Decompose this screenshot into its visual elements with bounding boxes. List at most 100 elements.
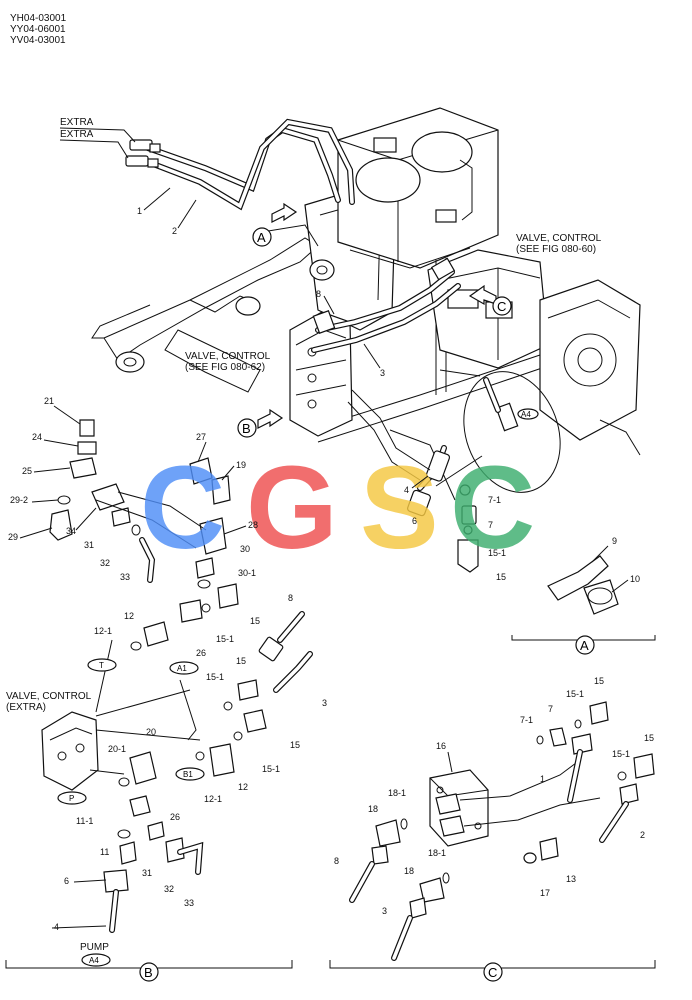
section-brackets <box>5 635 656 969</box>
callout-20: 20 <box>146 727 156 737</box>
leader-lines <box>19 187 629 929</box>
callout-8: 8 <box>316 289 321 299</box>
callout-33: 33 <box>120 572 130 582</box>
callout-11-1: 11-1 <box>76 816 93 826</box>
callout-31: 31 <box>84 540 94 550</box>
callout-20-1: 20-1 <box>108 744 126 754</box>
callout-12-1-b: 12-1 <box>204 794 222 804</box>
callout-34: 34 <box>66 526 76 536</box>
callout-25: 25 <box>22 466 32 476</box>
port-tag-t: T <box>99 661 104 670</box>
port-tag-a4-top: A4 <box>521 410 531 419</box>
callout-24: 24 <box>32 432 42 442</box>
callout-15-1-c: 15-1 <box>206 672 224 682</box>
callout-28: 28 <box>248 520 258 530</box>
callout-7-1-b: 7-1 <box>520 715 533 725</box>
detail-b-parts <box>41 611 313 967</box>
callout-4-b: 4 <box>54 922 59 932</box>
callout-6: 6 <box>412 516 417 526</box>
label-valve-control-extra-paren: (EXTRA) <box>6 702 46 713</box>
callout-18-b: 18 <box>404 866 414 876</box>
label-valve-control-062: VALVE, CONTROL <box>185 351 271 362</box>
detail-a-marker: A <box>580 638 589 653</box>
model-code-3: YV04-03001 <box>10 35 66 46</box>
port-tag-a1: A1 <box>177 664 187 673</box>
view-marker-a: A <box>257 230 266 245</box>
callout-15-f: 15 <box>644 733 654 743</box>
callout-29-2: 29-2 <box>10 495 28 505</box>
label-valve-control-extra: VALVE, CONTROL <box>6 691 92 702</box>
callout-18: 18 <box>368 804 378 814</box>
callout-1-b: 1 <box>540 774 545 784</box>
label-see-fig-062: (SEE FIG 080-62) <box>185 362 266 373</box>
callout-15-1-e: 15-1 <box>566 689 584 699</box>
port-tag-a4-pump: A4 <box>89 956 99 965</box>
callout-1: 1 <box>137 206 142 216</box>
callout-15-b: 15 <box>250 616 260 626</box>
label-pump: PUMP <box>80 942 109 953</box>
callout-16: 16 <box>436 741 446 751</box>
callout-10: 10 <box>630 574 640 584</box>
label-see-fig-060: (SEE FIG 080-60) <box>516 244 597 255</box>
callout-33-b: 33 <box>184 898 194 908</box>
machine-illustration <box>91 107 641 501</box>
callout-13: 13 <box>566 874 576 884</box>
callout-3: 3 <box>380 368 385 378</box>
callout-18-1-b: 18-1 <box>428 848 446 858</box>
callout-15-d: 15 <box>290 740 300 750</box>
watermark-letter-s: S <box>360 442 439 574</box>
watermark-letter-c2: C <box>450 442 535 574</box>
view-markers: A B C A B C <box>139 227 595 982</box>
callout-18-1: 18-1 <box>388 788 406 798</box>
callout-15-e: 15 <box>594 676 604 686</box>
callout-12: 12 <box>124 611 134 621</box>
callout-3-b: 3 <box>322 698 327 708</box>
callout-15: 15 <box>496 572 506 582</box>
callout-15-c: 15 <box>236 656 246 666</box>
callout-15-1-f: 15-1 <box>612 749 630 759</box>
callout-26-b: 26 <box>170 812 180 822</box>
callout-15-1-d: 15-1 <box>262 764 280 774</box>
detail-c-parts <box>349 701 655 961</box>
callout-7-1: 7-1 <box>488 495 501 505</box>
callout-26: 26 <box>196 648 206 658</box>
detail-a-parts <box>547 555 619 615</box>
callout-4: 4 <box>404 485 409 495</box>
callout-19: 19 <box>236 460 246 470</box>
callout-2-b: 2 <box>640 830 645 840</box>
label-extra-2: EXTRA <box>60 129 94 140</box>
model-code-2: YY04-06001 <box>10 24 66 35</box>
view-marker-b: B <box>242 421 251 436</box>
callout-7: 7 <box>488 520 493 530</box>
callout-15-1-b: 15-1 <box>216 634 234 644</box>
callout-12-1: 12-1 <box>94 626 112 636</box>
label-valve-control-060: VALVE, CONTROL <box>516 233 602 244</box>
model-code-1: YH04-03001 <box>10 13 67 24</box>
callout-9: 9 <box>612 536 617 546</box>
callout-29: 29 <box>8 532 18 542</box>
callout-21: 21 <box>44 396 54 406</box>
callout-3-c: 3 <box>382 906 387 916</box>
callout-7-b: 7 <box>548 704 553 714</box>
port-tag-p: P <box>69 794 74 803</box>
callout-32-b: 32 <box>164 884 174 894</box>
label-extra-1: EXTRA <box>60 117 94 128</box>
callout-8-c: 8 <box>334 856 339 866</box>
detail-c-marker: C <box>488 965 497 980</box>
view-marker-c: C <box>497 299 506 314</box>
watermark-letter-g: G <box>246 442 338 574</box>
callout-numbers: 1 2 3 4 6 7 7-1 8 15 15-1 21 24 25 29-2 … <box>8 206 654 932</box>
callout-30: 30 <box>240 544 250 554</box>
callout-8-b: 8 <box>288 593 293 603</box>
callout-27: 27 <box>196 432 206 442</box>
callout-11: 11 <box>100 847 109 857</box>
callout-31-b: 31 <box>142 868 152 878</box>
callout-30-1: 30-1 <box>238 568 256 578</box>
callout-2: 2 <box>172 226 177 236</box>
watermark-letter-c1: C <box>140 442 225 574</box>
callout-15-1: 15-1 <box>488 548 506 558</box>
callout-12-b: 12 <box>238 782 248 792</box>
port-tags: T A1 P B1 A4 A4 <box>69 408 539 965</box>
callout-6-b: 6 <box>64 876 69 886</box>
